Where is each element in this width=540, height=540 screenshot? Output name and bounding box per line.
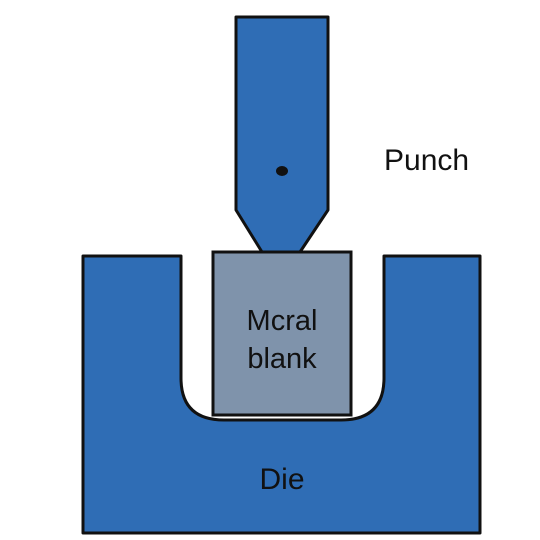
punch-dot-marker: [276, 166, 288, 176]
metal-blank: [211, 250, 353, 417]
die-label: Die: [259, 463, 304, 496]
punch-label: Punch: [384, 144, 469, 177]
die-body: [81, 254, 482, 535]
blank-label-line1: Mcral: [247, 305, 318, 337]
blank-label-line2: blank: [247, 343, 317, 375]
punch-body: [234, 15, 330, 254]
